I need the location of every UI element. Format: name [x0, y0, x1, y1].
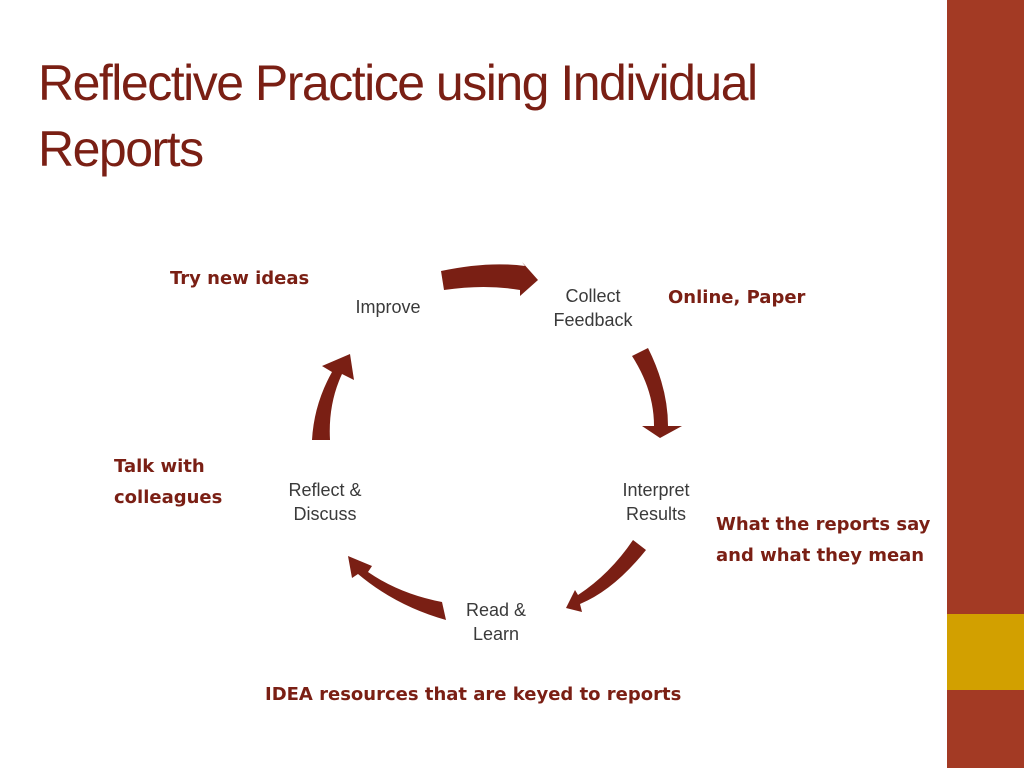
node-collect-feedback: Collect Feedback — [553, 284, 632, 332]
node-read-line-2: Learn — [472, 624, 520, 644]
node-interpret-line-2: Results — [625, 504, 687, 524]
arrow-interpret-to-read — [566, 540, 646, 612]
node-collect-line-2: Feedback — [553, 310, 633, 330]
arrow-reflect-to-improve — [312, 354, 354, 440]
annotation-interpret-line-1: What the reports say — [716, 514, 931, 535]
arrow-collect-to-interpret — [632, 348, 682, 438]
annotation-improve-line-1: Try new ideas — [170, 268, 310, 289]
annotation-collect: Online, Paper — [668, 282, 805, 313]
node-interpret-results: Interpret Results — [622, 478, 689, 526]
annotation-interpret-line-2: and what they mean — [716, 545, 925, 566]
annotation-read: IDEA resources that are keyed to reports — [265, 679, 681, 710]
annotation-read-line-1: IDEA resources that are keyed to reports — [265, 684, 682, 705]
annotation-reflect: Talk with colleagues — [114, 451, 222, 513]
node-collect-line-1: Collect — [565, 286, 621, 306]
annotation-interpret: What the reports say and what they mean — [716, 509, 930, 571]
slide-title: Reflective Practice using Individual Rep… — [38, 50, 918, 182]
annotation-reflect-line-2: colleagues — [114, 487, 223, 508]
node-read-line-1: Read & — [465, 600, 527, 620]
arrow-improve-to-collect — [441, 262, 538, 296]
annotation-reflect-line-1: Talk with — [114, 456, 205, 477]
side-bar-accent — [947, 614, 1024, 690]
annotation-collect-line-1: Online, Paper — [668, 287, 806, 308]
node-interpret-line-1: Interpret — [622, 480, 690, 500]
slide-title-line-2: Reports — [38, 121, 204, 177]
node-improve-line-1: Improve — [355, 297, 421, 317]
node-improve: Improve — [355, 295, 420, 319]
annotation-improve: Try new ideas — [170, 263, 309, 294]
node-read-learn: Read & Learn — [466, 598, 526, 646]
arrow-read-to-reflect — [348, 556, 446, 620]
node-reflect-line-2: Discuss — [293, 504, 357, 524]
node-reflect-line-1: Reflect & — [288, 480, 362, 500]
slide-title-line-1: Reflective Practice using Individual — [38, 55, 758, 111]
node-reflect-discuss: Reflect & Discuss — [288, 478, 361, 526]
